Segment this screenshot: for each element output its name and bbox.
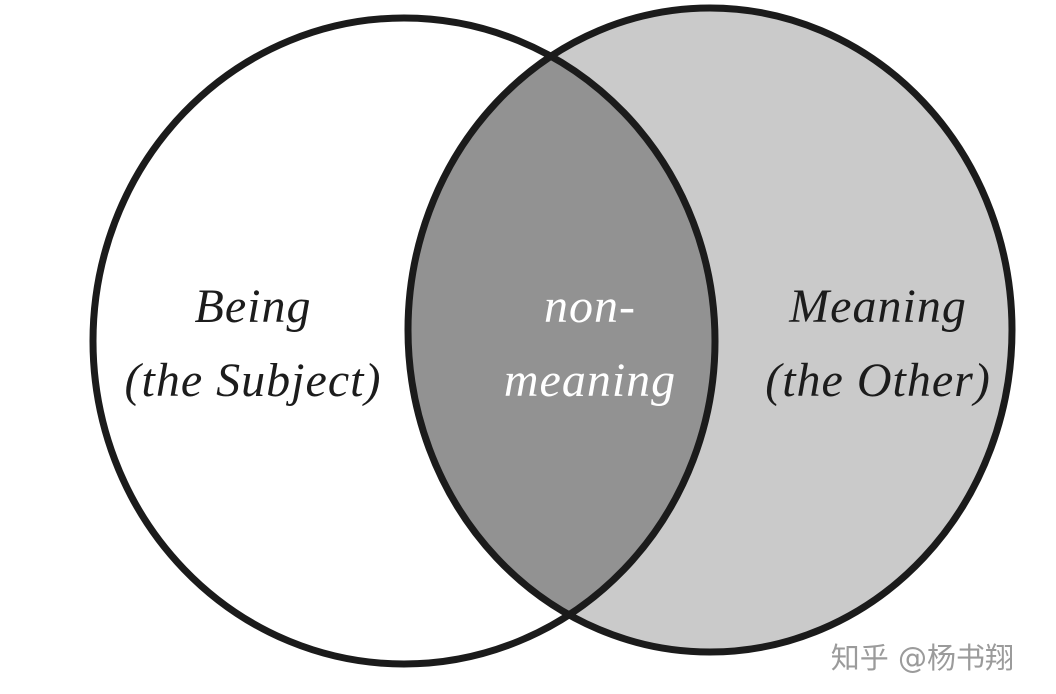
- left-circle-label-line1: Being: [195, 280, 312, 333]
- left-circle-outline: [89, 14, 719, 668]
- left-circle-label-line2: (the Subject): [125, 354, 382, 407]
- right-circle-label-line2: (the Other): [765, 354, 991, 407]
- intersection-region: [408, 18, 715, 652]
- right-circle-label-line1: Meaning: [788, 280, 967, 333]
- intersection-label-line1: non-: [544, 280, 636, 333]
- watermark: 知乎 @杨书翔: [831, 641, 1014, 675]
- right-circle-outline: [404, 4, 1016, 656]
- intersection-label-line2: meaning: [504, 354, 676, 407]
